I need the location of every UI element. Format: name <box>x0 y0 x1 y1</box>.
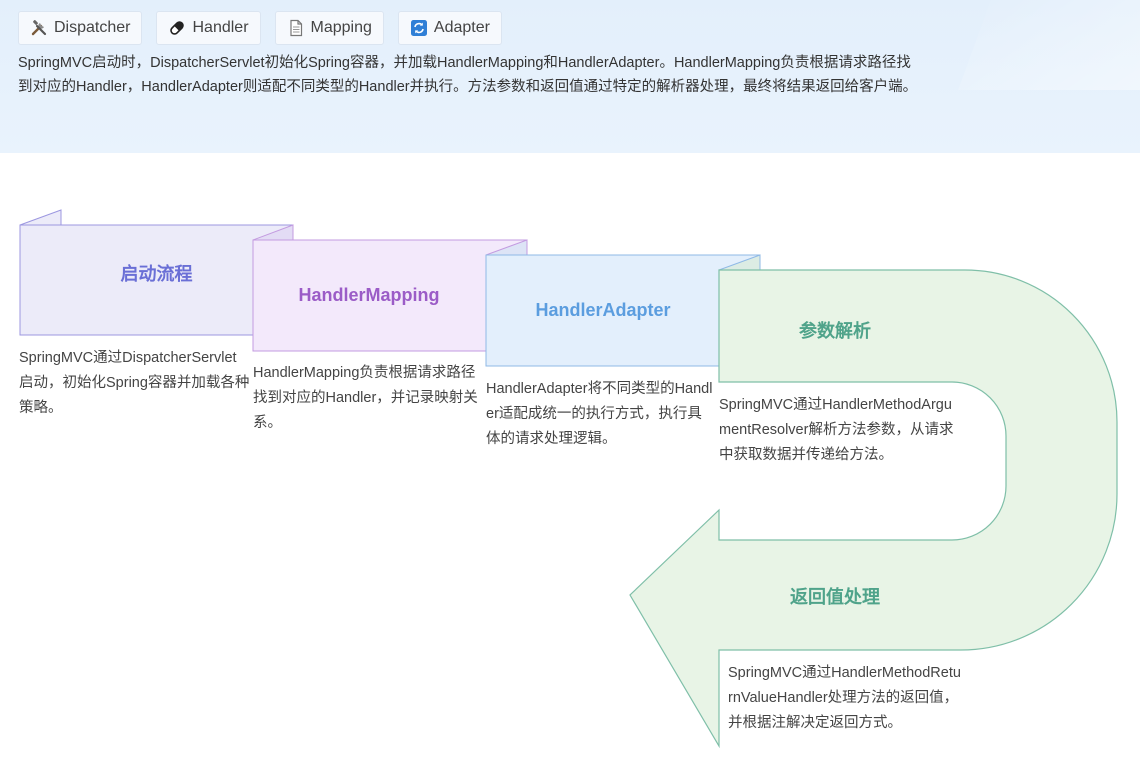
step-shape-u-turn-arrow <box>629 269 1118 749</box>
tag-label: Handler <box>192 19 249 36</box>
tools-icon <box>30 19 48 37</box>
tag-mapping[interactable]: Mapping <box>274 11 384 45</box>
header-banner: Dispatcher Handler <box>0 0 1140 153</box>
flow-diagram: 启动流程 SpringMVC通过DispatcherServlet启动，初始化S… <box>0 153 1140 761</box>
step-desc-startup: SpringMVC通过DispatcherServlet启动，初始化Spring… <box>19 350 250 416</box>
tag-label: Dispatcher <box>54 19 131 36</box>
tag-dispatcher[interactable]: Dispatcher <box>18 11 143 45</box>
flow-diagram-shapes <box>19 209 1118 749</box>
tag-handler[interactable]: Handler <box>156 11 261 45</box>
tag-label: Mapping <box>310 19 372 36</box>
step-title-handler-mapping: HandlerMapping <box>298 285 440 305</box>
refresh-icon <box>410 19 428 37</box>
header-decoration <box>958 0 1140 90</box>
tag-label: Adapter <box>433 19 490 36</box>
pill-icon <box>168 19 186 37</box>
tag-bar: Dispatcher Handler <box>18 11 502 45</box>
step-desc-handler-adapter: HandlerAdapter将不同类型的Handler适配成统一的执行方式，执行… <box>486 381 713 447</box>
step-title-return-value: 返回值处理 <box>790 587 880 607</box>
step-desc-handler-mapping: HandlerMapping负责根据请求路径找到对应的Handler，并记录映射… <box>253 365 478 431</box>
tag-adapter[interactable]: Adapter <box>397 11 502 45</box>
step-shape-handler-adapter <box>485 254 761 367</box>
step-title-param-resolve: 参数解析 <box>799 321 871 341</box>
intro-text: SpringMVC启动时，DispatcherServlet初始化Spring容… <box>18 55 918 95</box>
step-desc-param-resolve: SpringMVC通过HandlerMethodArgumentResolver… <box>719 397 954 463</box>
document-icon <box>287 19 305 37</box>
step-title-handler-adapter: HandlerAdapter <box>535 300 671 320</box>
step-title-startup: 启动流程 <box>120 264 193 284</box>
step-desc-return-value: SpringMVC通过HandlerMethodReturnValueHandl… <box>728 665 961 731</box>
